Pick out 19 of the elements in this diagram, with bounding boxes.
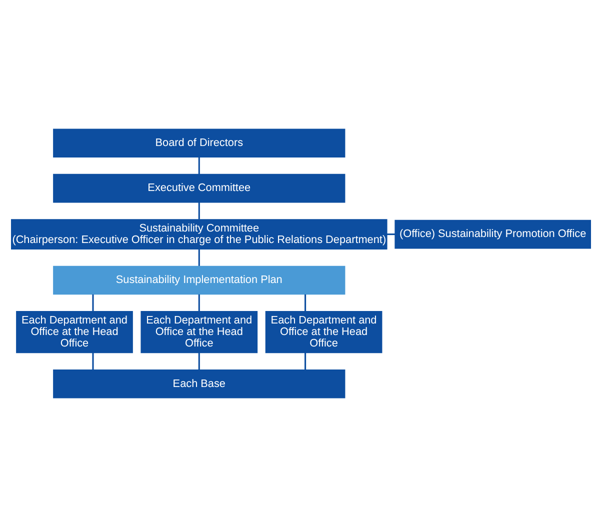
connector [304, 352, 306, 370]
node-box: Sustainability Implementation Plan [53, 265, 346, 294]
connector [92, 352, 94, 370]
connector [92, 294, 94, 311]
node-box: Each Department and Office at the Head Office [140, 310, 258, 353]
node-box: Board of Directors [53, 128, 346, 158]
node-box: Each Department and Office at the Head Office [16, 310, 133, 353]
connector [387, 233, 396, 235]
connector [198, 202, 200, 219]
connector [198, 294, 200, 311]
node-box: (Office) Sustainability Promotion Office [394, 219, 591, 248]
connector [198, 248, 200, 266]
node-box: Executive Committee [53, 173, 346, 202]
node-box: Sustainability Committee (Chairperson: Executive Officer in charge of the Public Relations Department) [11, 218, 388, 249]
connector [304, 294, 306, 311]
node-box: Each Base [53, 368, 346, 398]
node-box: Each Department and Office at the Head Office [265, 310, 382, 353]
connector [198, 352, 200, 370]
connector [198, 156, 200, 174]
